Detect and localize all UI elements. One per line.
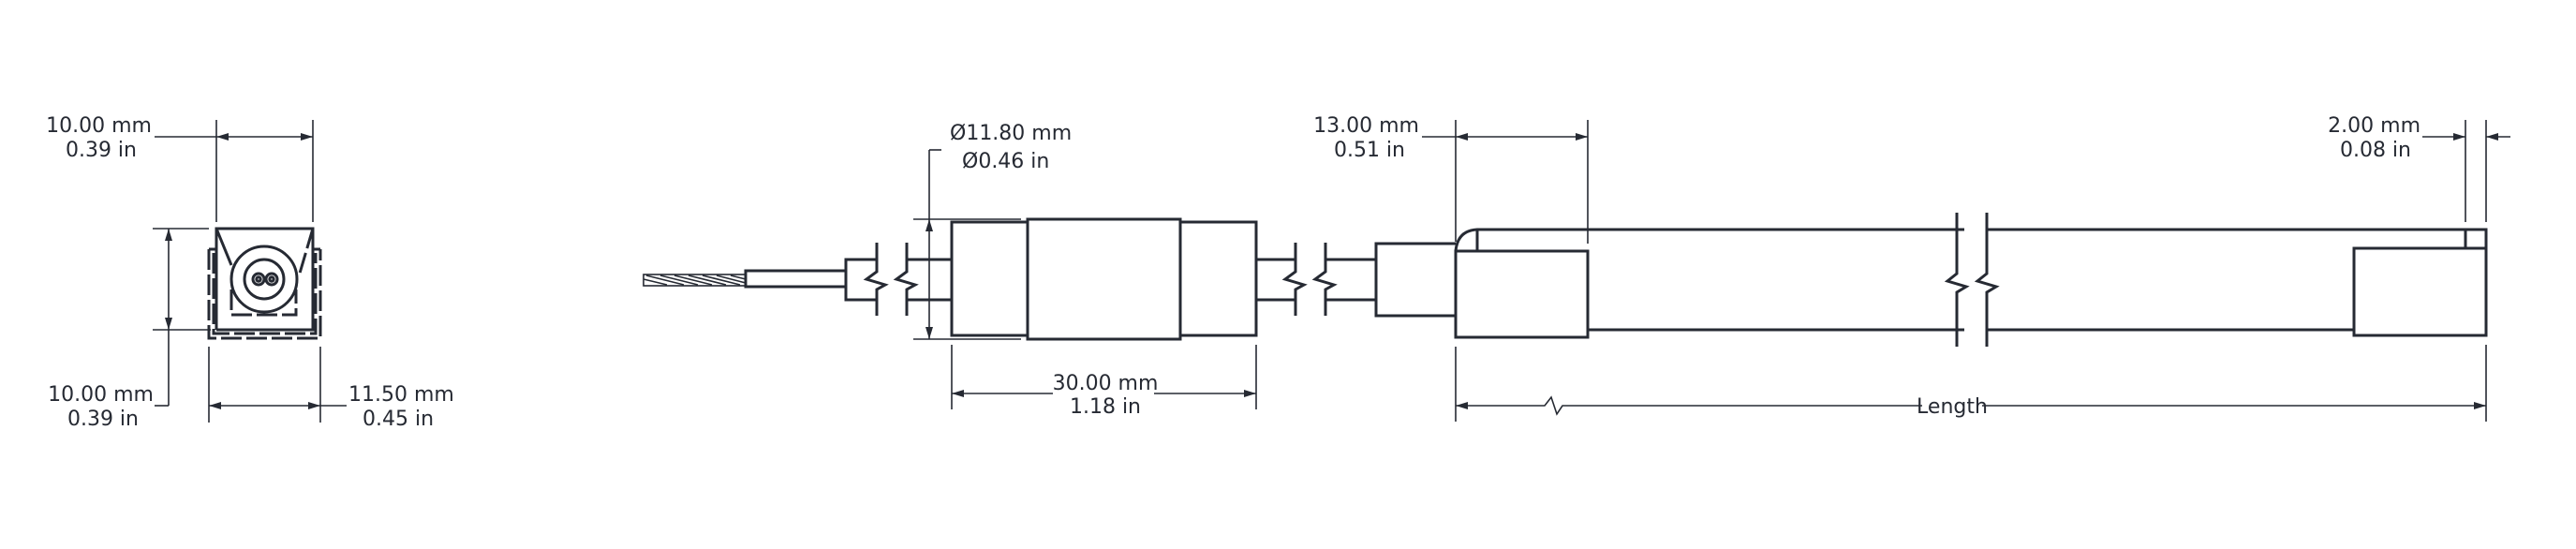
dimension-label-mm: 11.50 mm <box>348 383 454 407</box>
break-symbol <box>1944 213 2000 347</box>
length-label: Length <box>1917 395 1988 419</box>
end-view-top-width-dimension: 10.00 mm 0.39 in <box>46 114 314 222</box>
dimension-label-mm: 13.00 mm <box>1313 114 1419 138</box>
dimension-label-mm: 10.00 mm <box>48 383 154 407</box>
connector-body <box>950 217 1258 341</box>
dimension-label-in: Ø0.46 in <box>962 150 1049 173</box>
connector-inner-circle <box>243 258 286 301</box>
end-view-bottom-width-dimension: 11.50 mm 0.45 in <box>208 347 454 431</box>
pin-circle <box>264 272 279 287</box>
dimension-label-mm: Ø11.80 mm <box>950 122 1072 145</box>
dimension-label-in: 0.39 in <box>67 408 139 431</box>
dimension-label-in: 0.39 in <box>66 139 137 162</box>
end-cap-block <box>2352 246 2488 337</box>
pin-circle <box>251 272 266 287</box>
end-view: 10.00 mm 0.39 in <box>46 114 454 431</box>
dimension-label-mm: 2.00 mm <box>2328 114 2421 138</box>
arrowhead-icon <box>209 402 221 409</box>
end-view-profile <box>207 227 322 340</box>
break-symbol <box>863 243 919 316</box>
end-cap-block <box>1454 249 1590 339</box>
end-cap-length-dimension: 13.00 mm 0.51 in <box>1313 114 1589 244</box>
dimension-label-in: 0.51 in <box>1334 139 1405 162</box>
connector-cable-view: Ø11.80 mm Ø0.46 in 30.00 mm 1.18 in <box>643 122 1295 419</box>
dimension-label-in: 0.08 in <box>2340 139 2411 162</box>
overall-length-dimension: Length <box>1455 345 2487 422</box>
arrowhead-icon <box>925 327 933 339</box>
dimension-label-in: 0.45 in <box>363 408 434 431</box>
arrowhead-icon <box>1456 133 1468 141</box>
arrowhead-icon <box>2474 402 2486 409</box>
connector-outer-circle <box>229 245 299 314</box>
strip-view: 13.00 mm 0.51 in 2.00 mm 0.08 in Length <box>1255 114 2510 422</box>
connector-length-dimension: 30.00 mm 1.18 in <box>951 345 1257 419</box>
end-view-height-dimension: 10.00 mm 0.39 in <box>48 228 211 431</box>
dimension-label-mm: 10.00 mm <box>46 114 152 138</box>
arrowhead-icon <box>952 390 964 397</box>
arrowhead-icon <box>1456 402 1468 409</box>
end-cap-thickness-dimension: 2.00 mm 0.08 in <box>2328 114 2510 222</box>
arrowhead-icon <box>925 219 933 231</box>
arrowhead-icon <box>1576 133 1588 141</box>
dimension-label-mm: 30.00 mm <box>1053 372 1159 395</box>
arrowhead-icon <box>165 318 172 330</box>
arrowhead-icon <box>2453 133 2465 141</box>
arrowhead-icon <box>2486 133 2498 141</box>
arrowhead-icon <box>216 133 229 141</box>
arrowhead-icon <box>165 229 172 241</box>
arrowhead-icon <box>1244 390 1256 397</box>
arrowhead-icon <box>301 133 313 141</box>
arrowhead-icon <box>308 402 320 409</box>
connector-diameter-dimension: Ø11.80 mm Ø0.46 in <box>913 122 1072 340</box>
cable-jacket <box>744 269 848 289</box>
dimension-label-in: 1.18 in <box>1070 395 1141 419</box>
stranded-wire <box>643 274 747 287</box>
break-symbol <box>1281 243 1338 316</box>
